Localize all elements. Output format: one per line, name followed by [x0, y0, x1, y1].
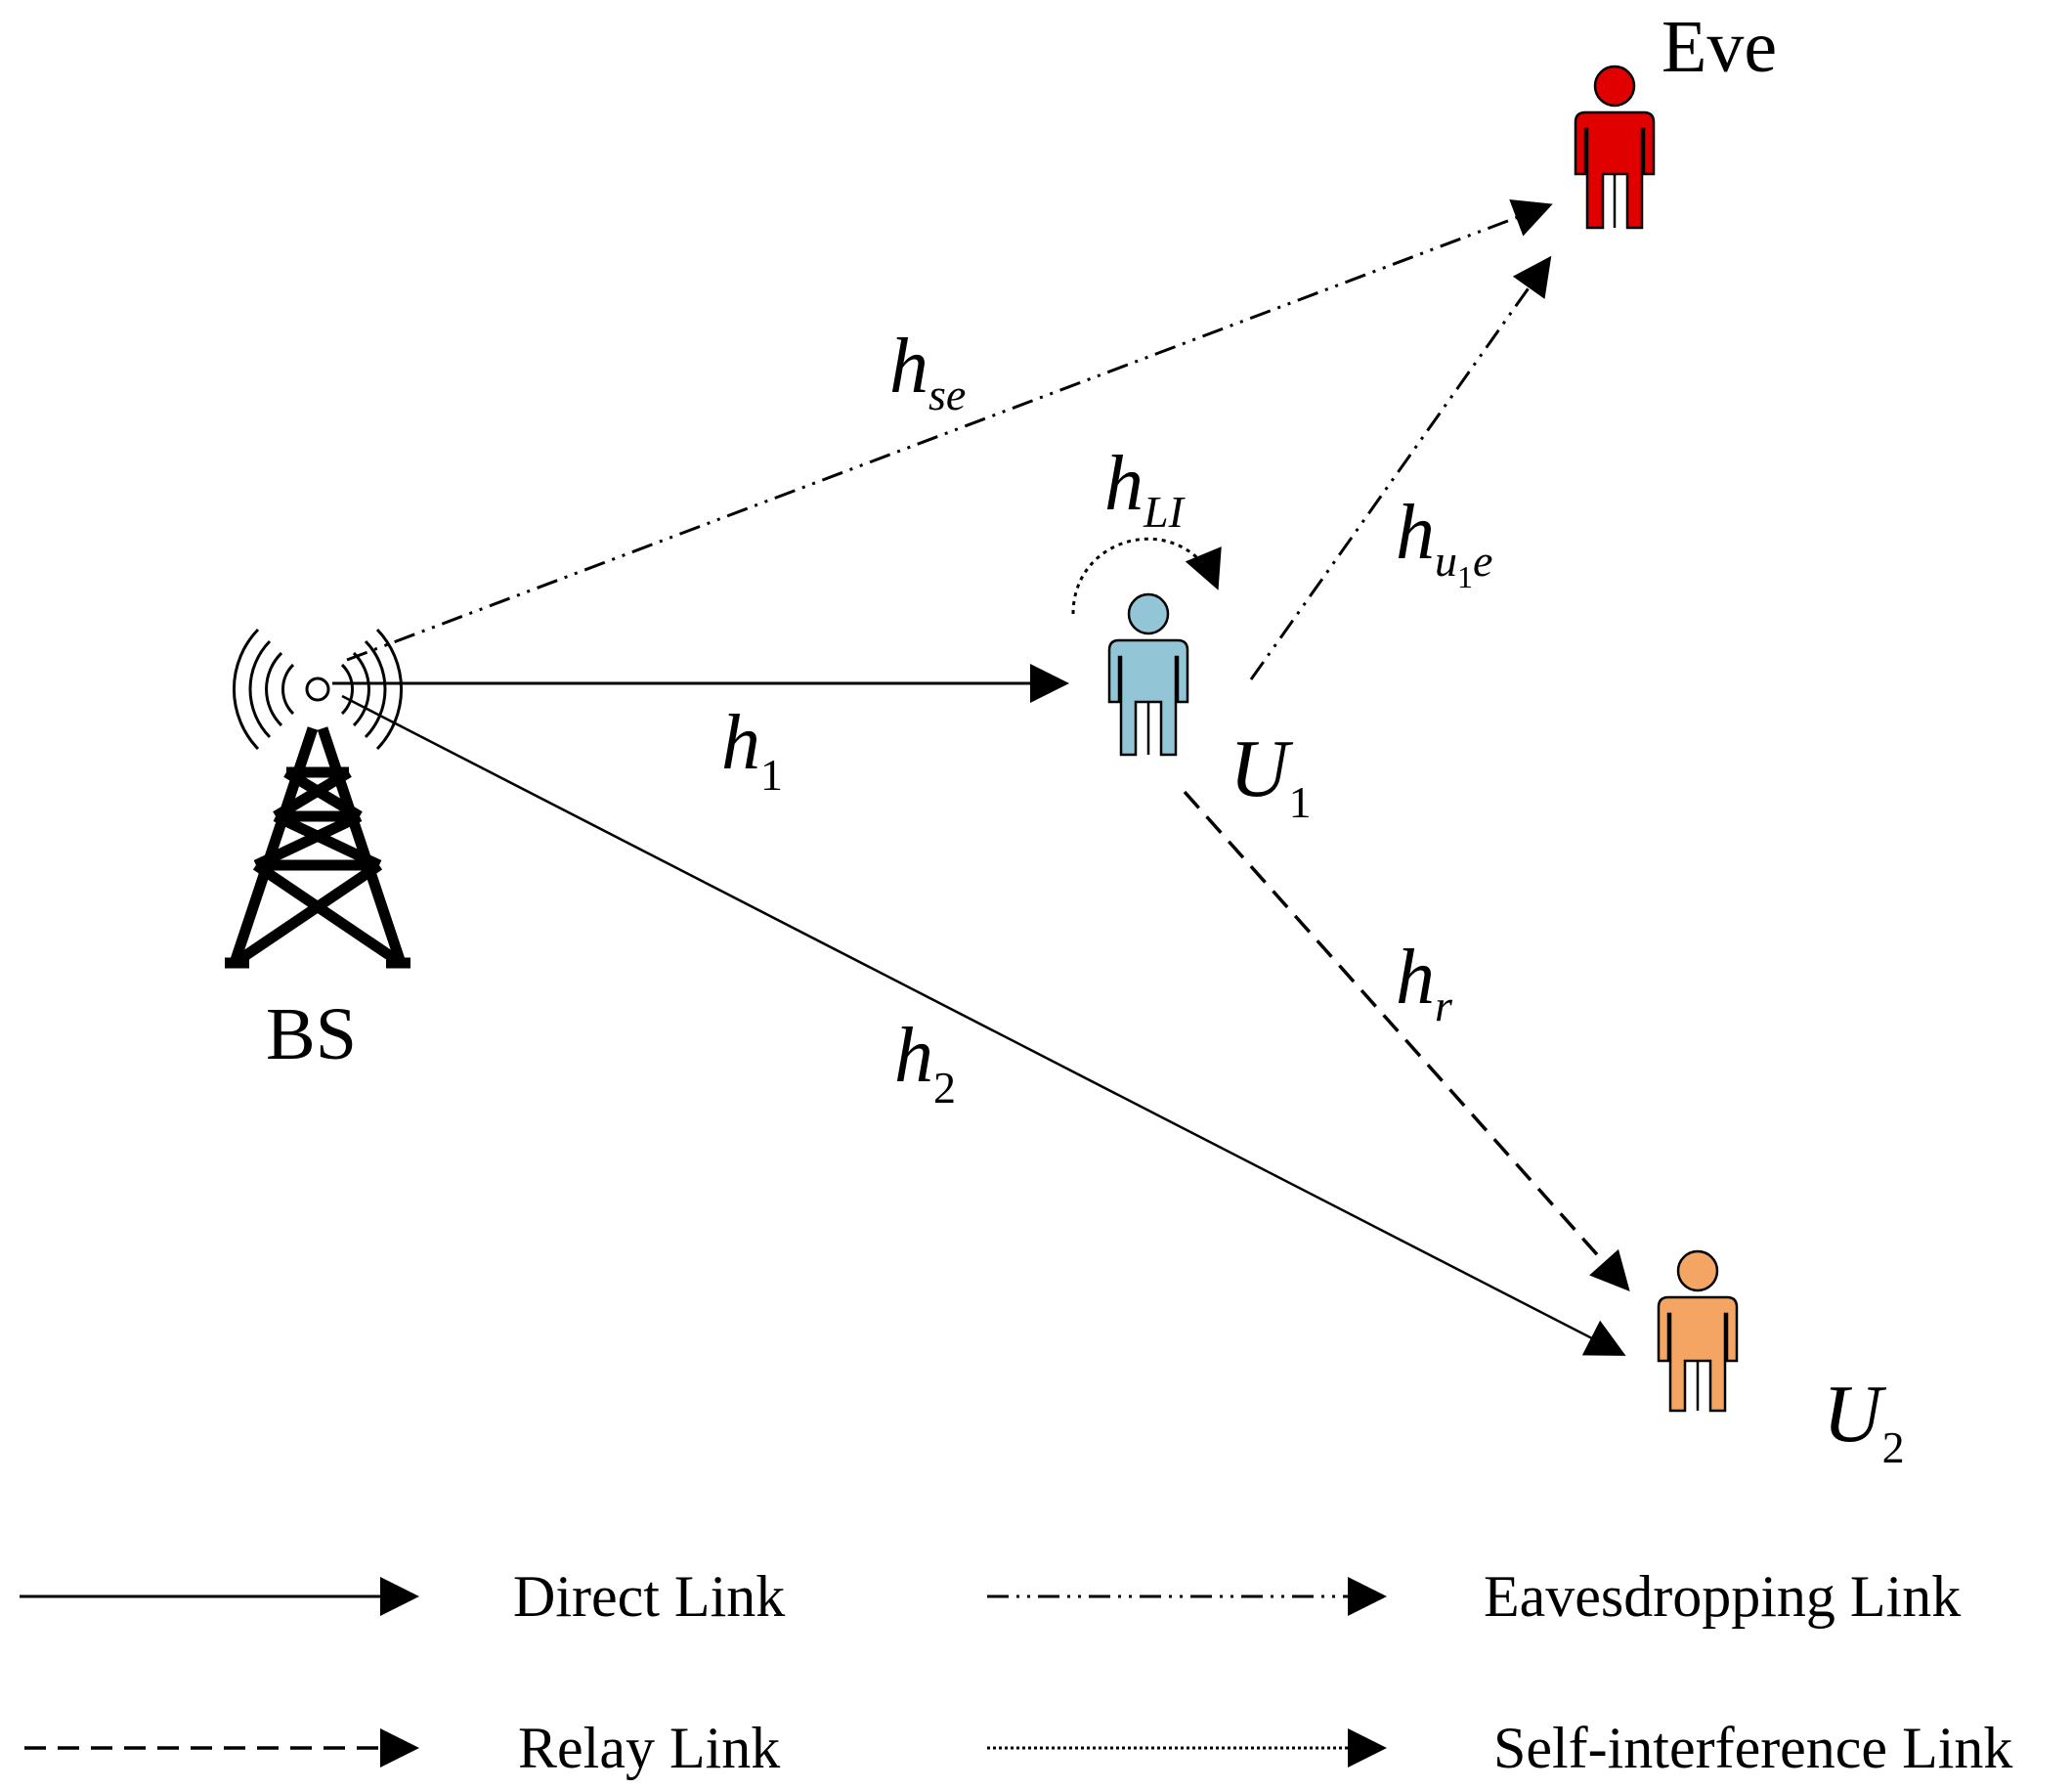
legend-eavesdropping-label: Eavesdropping Link — [1484, 1564, 1962, 1629]
bs-tower-icon — [225, 726, 410, 969]
legend-direct-label: Direct Link — [513, 1564, 786, 1629]
hse-label: hse — [889, 324, 967, 419]
relay-link-hr — [1183, 790, 1630, 1291]
legend-relay-label: Relay Link — [518, 1716, 781, 1780]
h2-label: h2 — [894, 1013, 956, 1113]
hu1e-label: hu1e — [1396, 490, 1493, 594]
h1-label: h1 — [721, 700, 783, 800]
eve-person-icon — [1574, 65, 1656, 230]
eavesdropping-link-hu1e — [1249, 255, 1552, 680]
eve-label: Eve — [1662, 6, 1778, 88]
direct-link-h2 — [341, 694, 1626, 1356]
legend-self-interference-label: Self-interference Link — [1493, 1716, 2013, 1780]
u1-person-icon — [1107, 592, 1189, 757]
bs-label: BS — [266, 993, 357, 1075]
self-interference-loop-hLI — [1071, 537, 1222, 615]
u1-label: U1 — [1230, 723, 1312, 827]
u2-label: U2 — [1823, 1369, 1905, 1472]
u2-person-icon — [1657, 1249, 1739, 1413]
hr-label: hr — [1396, 935, 1452, 1030]
hLI-label: hLI — [1104, 441, 1184, 537]
signal-waves-icon — [232, 628, 404, 751]
eavesdropping-link-hse — [346, 199, 1553, 662]
